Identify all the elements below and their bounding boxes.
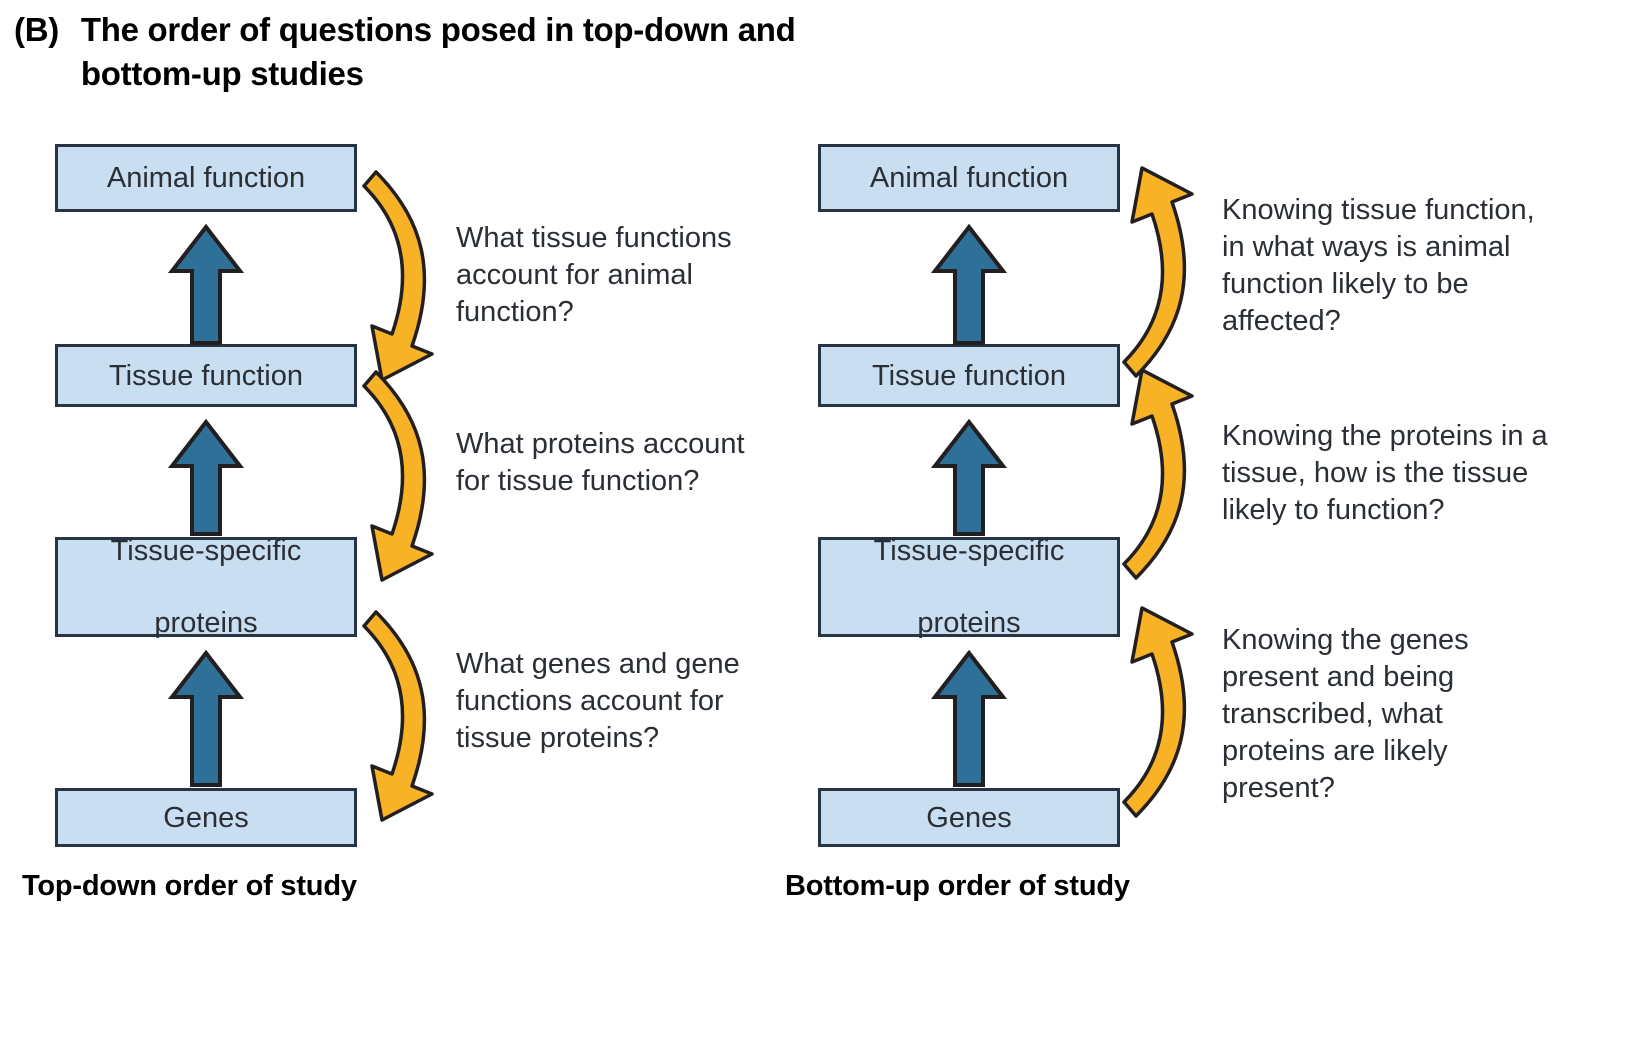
top-down-column: Animal function Tissue function Tissue-s…	[0, 0, 760, 1041]
question-text-1-right: Knowing tissue function, in what ways is…	[1222, 194, 1535, 337]
figure-title: (B) The order of questions posed in top-…	[14, 8, 914, 96]
node-label-line1: Tissue-specific	[110, 535, 302, 567]
node-label-line2: proteins	[154, 607, 258, 639]
question-text-3-left: What genes and gene functions account fo…	[456, 648, 740, 754]
node-tissue-function-left[interactable]: Tissue function	[55, 344, 357, 407]
orange-curved-arrow-up-icon	[1120, 158, 1210, 393]
blue-up-arrow-icon	[167, 649, 245, 793]
question-text-3-right: Knowing the genes present and being tran…	[1222, 624, 1469, 804]
node-label: Tissue-specific proteins	[111, 533, 302, 641]
orange-curved-arrow-up-icon	[1120, 360, 1210, 595]
node-label: Tissue-specific proteins	[874, 533, 1065, 641]
blue-up-arrow-icon	[930, 649, 1008, 793]
node-animal-function-right[interactable]: Animal function	[818, 144, 1120, 212]
node-label: Tissue function	[872, 359, 1066, 392]
node-label: Genes	[926, 801, 1012, 834]
node-genes-right[interactable]: Genes	[818, 788, 1120, 847]
node-tissue-specific-proteins-left[interactable]: Tissue-specific proteins	[55, 535, 357, 639]
blue-up-arrow-icon	[930, 418, 1008, 542]
node-animal-function-left[interactable]: Animal function	[55, 144, 357, 212]
orange-curved-arrow-down-icon	[360, 600, 450, 830]
node-label: Animal function	[106, 162, 306, 194]
question-text-2-left: What proteins account for tissue functio…	[456, 428, 745, 497]
node-label-line2: proteins	[917, 607, 1021, 639]
node-tissue-specific-proteins-right[interactable]: Tissue-specific proteins	[818, 535, 1120, 639]
node-label: Animal function	[869, 162, 1069, 194]
caption-bottom-up: Bottom-up order of study	[785, 870, 1130, 902]
node-label: Tissue function	[109, 359, 303, 392]
title-text: The order of questions posed in top-down…	[80, 11, 796, 92]
panel-tag: (B)	[14, 11, 59, 48]
bottom-up-column: Animal function Tissue function Tissue-s…	[766, 0, 1548, 1041]
node-tissue-function-right[interactable]: Tissue function	[818, 344, 1120, 407]
orange-curved-arrow-down-icon	[360, 360, 450, 590]
blue-up-arrow-icon	[930, 223, 1008, 351]
question-text-1-left: What tissue functions account for animal…	[456, 222, 732, 328]
blue-up-arrow-icon	[167, 223, 245, 351]
caption-top-down: Top-down order of study	[22, 870, 357, 902]
node-genes-left[interactable]: Genes	[55, 788, 357, 847]
node-label: Genes	[163, 801, 249, 834]
question-text-2-right: Knowing the proteins in a tissue, how is…	[1222, 420, 1548, 526]
orange-curved-arrow-up-icon	[1120, 598, 1210, 833]
node-label-line1: Tissue-specific	[873, 535, 1065, 567]
blue-up-arrow-icon	[167, 418, 245, 542]
orange-curved-arrow-down-icon	[360, 160, 450, 390]
